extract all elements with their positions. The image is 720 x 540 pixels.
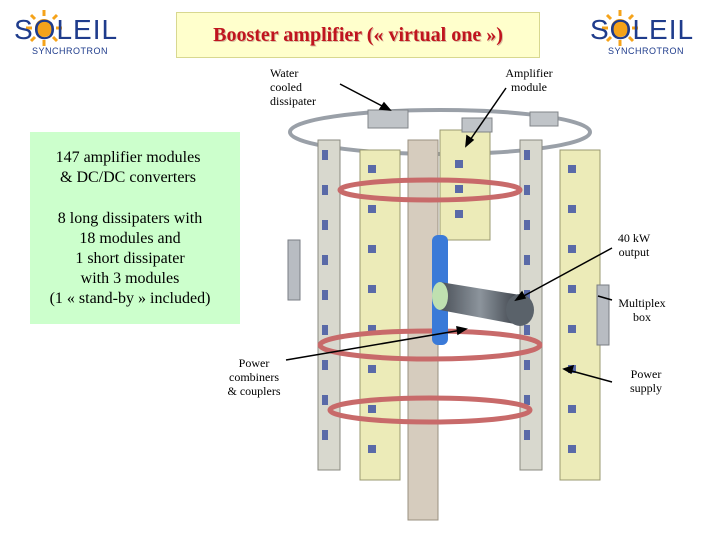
callout-arrows	[285, 83, 613, 383]
logo-subtitle: SYNCHROTRON	[608, 46, 685, 56]
power-combiners-label: Power combiners & couplers	[214, 356, 294, 398]
logo-wordmark: SOLEIL	[590, 14, 695, 45]
label-line: Multiplex	[618, 296, 666, 310]
multiplex-box-right	[596, 284, 610, 346]
label-line: Power	[630, 367, 662, 381]
water-cooled-label: Water cooled dissipater	[270, 66, 340, 108]
dissipaters-note: 8 long dissipaters with 18 modules and 1…	[14, 209, 246, 309]
label-line: supply	[629, 381, 662, 395]
modules-note: 147 amplifier modules & DC/DC converters	[38, 148, 218, 188]
multiplex-box-left	[287, 239, 301, 301]
note-line: 8 long dissipaters with	[57, 210, 203, 227]
amplifier-module-label: Amplifier module	[494, 66, 564, 94]
output-label: 40 kW output	[606, 231, 662, 259]
dissipater-column-left	[317, 139, 401, 481]
power-supply-label: Power supply	[616, 367, 676, 395]
combiner-rings	[317, 177, 543, 425]
label-line: cooled	[270, 80, 302, 94]
water-cooled-dissipater	[367, 109, 409, 129]
label-line: & couplers	[227, 384, 281, 398]
label-line: Power	[238, 356, 270, 370]
note-line: 18 modules and	[79, 230, 181, 247]
label-line: 40 kW	[617, 231, 651, 245]
sun-icon	[602, 10, 638, 46]
sun-icon	[26, 10, 62, 46]
title-box: Booster amplifier (« virtual one »)	[176, 12, 540, 58]
note-line: with 3 modules	[80, 270, 180, 287]
multiplex-label: Multiplex box	[610, 296, 674, 324]
note-line: (1 « stand-by » included)	[49, 290, 211, 307]
logo-wordmark: SOLEIL	[14, 14, 119, 45]
soleil-logo-left: SOLEIL SYNCHROTRON	[14, 8, 124, 58]
center-modules	[439, 129, 491, 241]
note-line: 147 amplifier modules	[55, 149, 201, 166]
label-line: output	[618, 245, 650, 259]
logo-subtitle: SYNCHROTRON	[32, 46, 109, 56]
label-line: Water	[270, 66, 299, 80]
label-line: combiners	[229, 370, 279, 384]
note-line: & DC/DC converters	[60, 169, 196, 186]
output-tube	[432, 282, 534, 326]
notes-box	[30, 132, 240, 324]
note-line: 1 short dissipater	[75, 250, 185, 267]
label-line: dissipater	[270, 94, 316, 108]
label-line: box	[633, 310, 651, 324]
label-line: module	[511, 80, 547, 94]
page-title: Booster amplifier (« virtual one »)	[213, 23, 503, 46]
label-line: Amplifier	[505, 66, 553, 80]
soleil-logo-right: SOLEIL SYNCHROTRON	[590, 8, 700, 58]
